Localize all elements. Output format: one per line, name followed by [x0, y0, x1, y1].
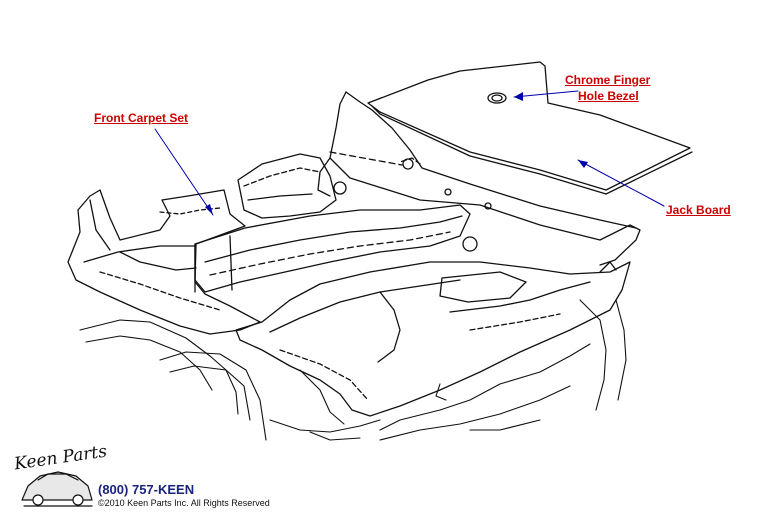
chrome-finger-hole-bezel-link[interactable]: Chrome Finger	[565, 73, 651, 87]
kick-panel-part	[237, 153, 337, 219]
corvette-car-icon	[21, 471, 93, 507]
callout-leader-lines	[154, 90, 665, 216]
front-carpet-left-part	[67, 189, 261, 335]
jack-board-part	[367, 61, 693, 195]
tunnel-carpet-part	[194, 204, 471, 293]
rear-compartment-part	[317, 91, 641, 266]
chrome-bezel-leader	[513, 90, 579, 98]
front-carpet-leader	[154, 128, 214, 216]
jack-board-link[interactable]: Jack Board	[666, 203, 731, 217]
copyright-notice: ©2010 Keen Parts Inc. All Rights Reserve…	[98, 498, 270, 508]
front-carpet-right-part	[235, 261, 631, 417]
chrome-finger-hole-bezel-link-line2[interactable]: Hole Bezel	[578, 89, 639, 103]
phone-number: (800) 757-KEEN	[98, 482, 195, 497]
underbody-frame-part	[79, 299, 627, 441]
jack-board-leader	[577, 159, 665, 207]
front-carpet-set-link[interactable]: Front Carpet Set	[94, 111, 189, 125]
